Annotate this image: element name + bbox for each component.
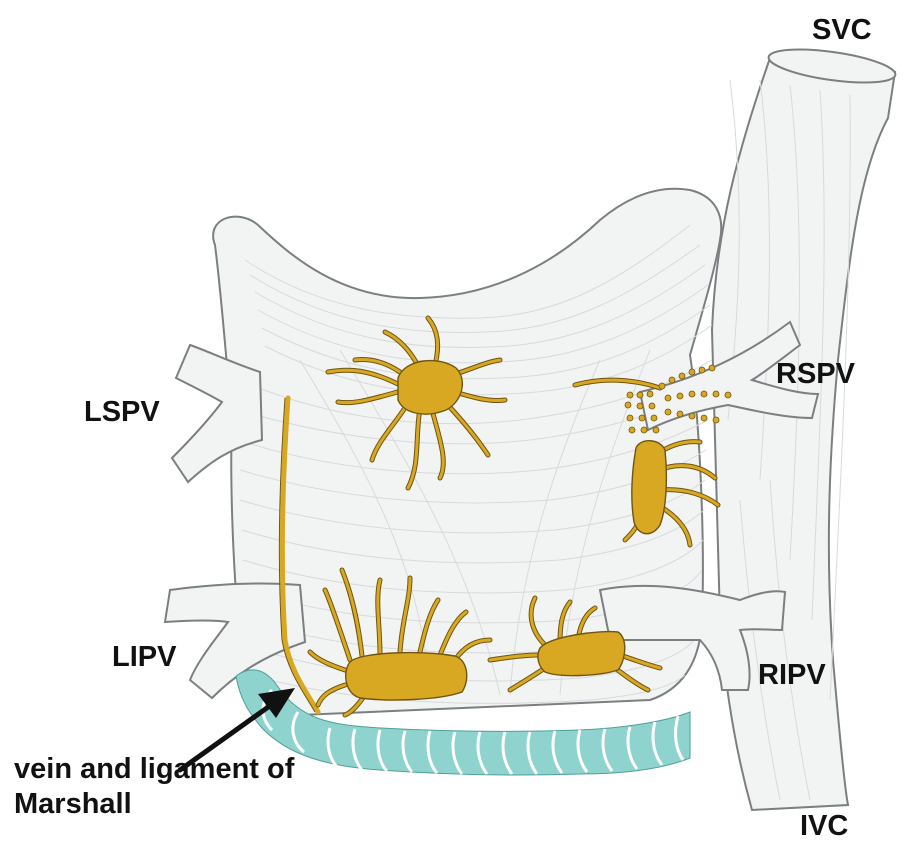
label-lspv: LSPV [84, 398, 160, 427]
label-ivc: IVC [800, 812, 848, 841]
label-ripv: RIPV [758, 661, 826, 690]
vena-cava-tube [712, 58, 895, 810]
label-marshall: vein and ligament of Marshall [14, 752, 374, 823]
label-lipv: LIPV [112, 643, 176, 672]
label-svc: SVC [812, 16, 872, 45]
label-rspv: RSPV [776, 360, 855, 389]
